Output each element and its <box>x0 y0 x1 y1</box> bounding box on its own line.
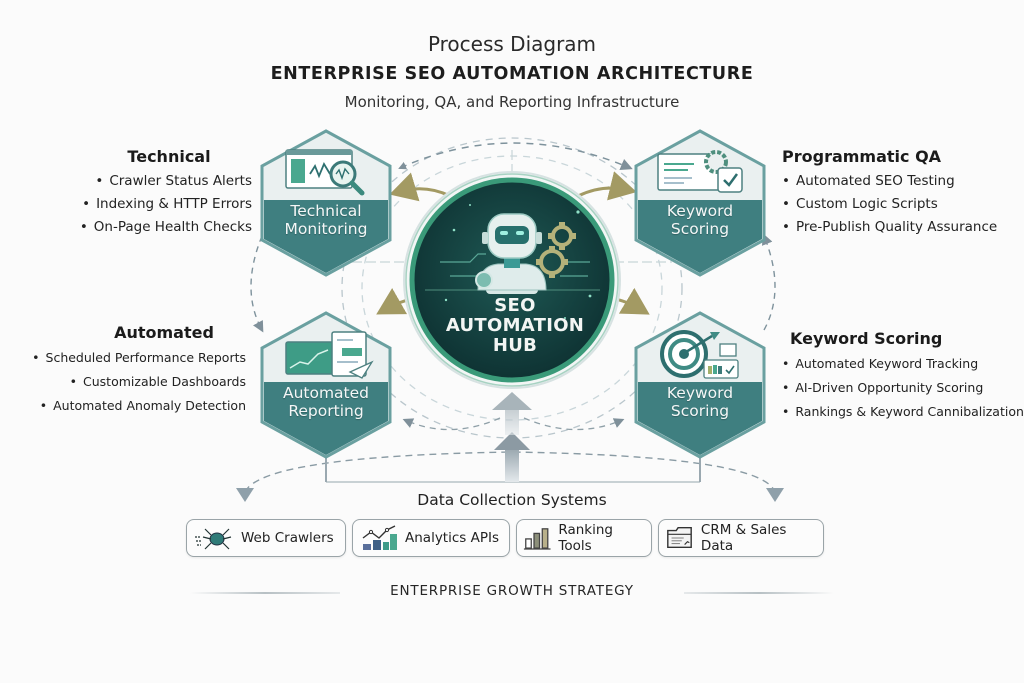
footer-tagline: ENTERPRISE GROWTH STRATEGY <box>390 583 634 599</box>
data-source-crm-sales-data[interactable]: CRM & Sales Data <box>658 519 824 557</box>
folder-document-icon <box>667 527 692 549</box>
data-source-label: Analytics APIs <box>405 530 499 546</box>
left-dashed-arc <box>250 235 264 333</box>
diagram-title: ENTERPRISE SEO AUTOMATION ARCHITECTURE <box>270 64 754 84</box>
feature-item: Pre-Publish Quality Assurance <box>782 216 1022 239</box>
feature-item: AI-Driven Opportunity Scoring <box>782 376 1024 400</box>
feature-item: Automated Anomaly Detection <box>22 394 246 418</box>
module-keyword-scoring-top[interactable]: Keyword Scoring <box>632 128 768 278</box>
feature-item: On-Page Health Checks <box>66 216 252 239</box>
dashboard-report-send-icon <box>285 331 374 379</box>
data-source-web-crawlers[interactable]: Web Crawlers <box>186 519 346 557</box>
feature-item: Automated SEO Testing <box>782 170 1022 193</box>
feature-list-programmatic-qa: Programmatic QA Automated SEO Testing Cu… <box>782 146 1022 239</box>
spider-icon <box>195 528 232 550</box>
monitor-magnifier-icon <box>285 149 365 196</box>
module-label: Technical Monitoring <box>284 202 368 238</box>
diagram-subtitle: Monitoring, QA, and Reporting Infrastruc… <box>344 93 680 111</box>
footer-divider-left <box>190 592 340 594</box>
top-dashed-arc <box>399 142 633 171</box>
feature-list-keyword-scoring: Keyword Scoring Automated Keyword Tracki… <box>782 328 1024 424</box>
hub-label[interactable]: SEO AUTOMATION HUB <box>445 295 585 356</box>
feature-heading: Automated <box>114 323 214 342</box>
feature-list-automated: Automated Scheduled Performance Reports … <box>22 322 246 418</box>
right-dashed-arc <box>761 233 776 331</box>
trend-chart-icon <box>362 525 397 550</box>
feature-list-technical: Technical Crawler Status Alerts Indexing… <box>66 146 252 239</box>
diagram-kicker: Process Diagram <box>427 32 597 56</box>
feature-item: Rankings & Keyword Cannibalization <box>782 400 1024 424</box>
feature-heading: Programmatic QA <box>782 147 942 166</box>
feature-item: Scheduled Performance Reports <box>22 346 246 370</box>
feature-item: Automated Keyword Tracking <box>782 352 1024 376</box>
data-bus-dashed-arc <box>244 451 776 493</box>
data-source-list: Web Crawlers Analytics APIs Ranking Tool… <box>186 519 824 557</box>
module-label: Keyword Scoring <box>666 384 734 420</box>
footer-divider-right <box>684 592 834 594</box>
feature-item: Indexing & HTTP Errors <box>66 193 252 216</box>
gold-arrow-top-right <box>577 171 637 201</box>
module-technical-monitoring[interactable]: Technical Monitoring <box>258 128 394 278</box>
module-label: Automated Reporting <box>282 384 370 420</box>
data-source-analytics-apis[interactable]: Analytics APIs <box>352 519 510 557</box>
feature-heading: Technical <box>127 147 211 166</box>
feature-item: Custom Logic Scripts <box>782 193 1022 216</box>
window-gear-checkbox-icon <box>657 150 743 193</box>
data-source-ranking-tools[interactable]: Ranking Tools <box>516 519 652 557</box>
feature-item: Crawler Status Alerts <box>66 170 252 193</box>
feature-item: Customizable Dashboards <box>22 370 246 394</box>
module-label: Keyword Scoring <box>666 202 734 238</box>
bar-chart-icon <box>523 528 551 550</box>
module-keyword-scoring-bottom[interactable]: Keyword Scoring <box>632 310 768 460</box>
module-automated-reporting[interactable]: Automated Reporting <box>258 310 394 460</box>
target-dart-icon <box>660 330 739 379</box>
data-source-label: CRM & Sales Data <box>700 522 787 554</box>
data-source-label: Web Crawlers <box>241 530 334 546</box>
data-collection-title: Data Collection Systems <box>417 491 607 509</box>
robot-icon <box>475 213 547 294</box>
data-source-label: Ranking Tools <box>558 522 613 554</box>
feature-heading: Keyword Scoring <box>790 329 943 348</box>
